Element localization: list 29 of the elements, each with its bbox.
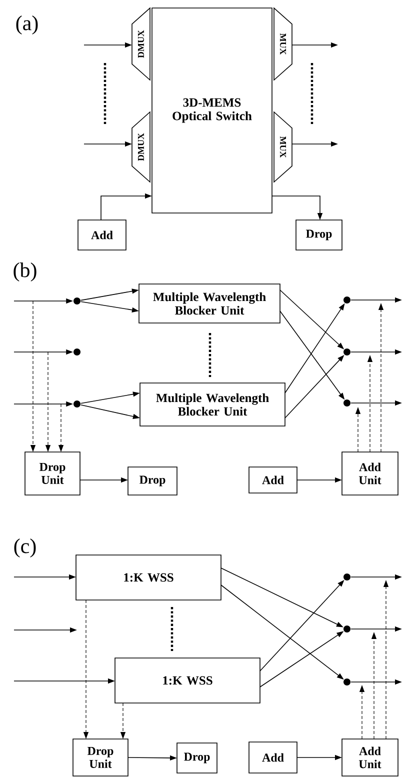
wss-box: 1:K WSS <box>76 554 222 600</box>
junction-dot <box>344 348 350 356</box>
add-box: Add <box>78 220 126 250</box>
drop-box: Drop <box>128 466 178 496</box>
junction-dot <box>344 400 350 406</box>
drop-unit-box: Drop Unit <box>24 452 80 496</box>
junction-dot <box>344 678 350 686</box>
junction-dot <box>74 298 80 304</box>
panel-label: (a) <box>16 16 38 35</box>
junction-dot <box>344 574 350 580</box>
add-box: Add <box>248 466 298 494</box>
junction-dot <box>74 400 80 408</box>
add-unit-box: Add Unit <box>342 452 398 496</box>
panel-label: (c) <box>14 538 36 558</box>
junction-dot <box>344 296 350 304</box>
add-unit-box: Add Unit <box>342 738 398 776</box>
drop-box: Drop <box>296 220 342 250</box>
junction-dot <box>344 626 350 632</box>
panel-label: (b) <box>14 262 36 282</box>
junction-dot <box>74 348 80 356</box>
drop-box: Drop <box>176 742 218 774</box>
blocker-box: Multiple Wavelength Blocker Unit <box>138 284 280 324</box>
switch-box: 3D-MEMS Optical Switch <box>152 8 272 214</box>
demux-trapezoid: DMUX <box>132 111 150 183</box>
wss-box: 1:K WSS <box>114 658 260 704</box>
add-box: Add <box>248 742 298 774</box>
demux-trapezoid: DMUX <box>132 7 150 81</box>
drop-unit-box: Drop Unit <box>72 738 128 776</box>
blocker-box: Multiple Wavelength Blocker Unit <box>140 382 286 426</box>
